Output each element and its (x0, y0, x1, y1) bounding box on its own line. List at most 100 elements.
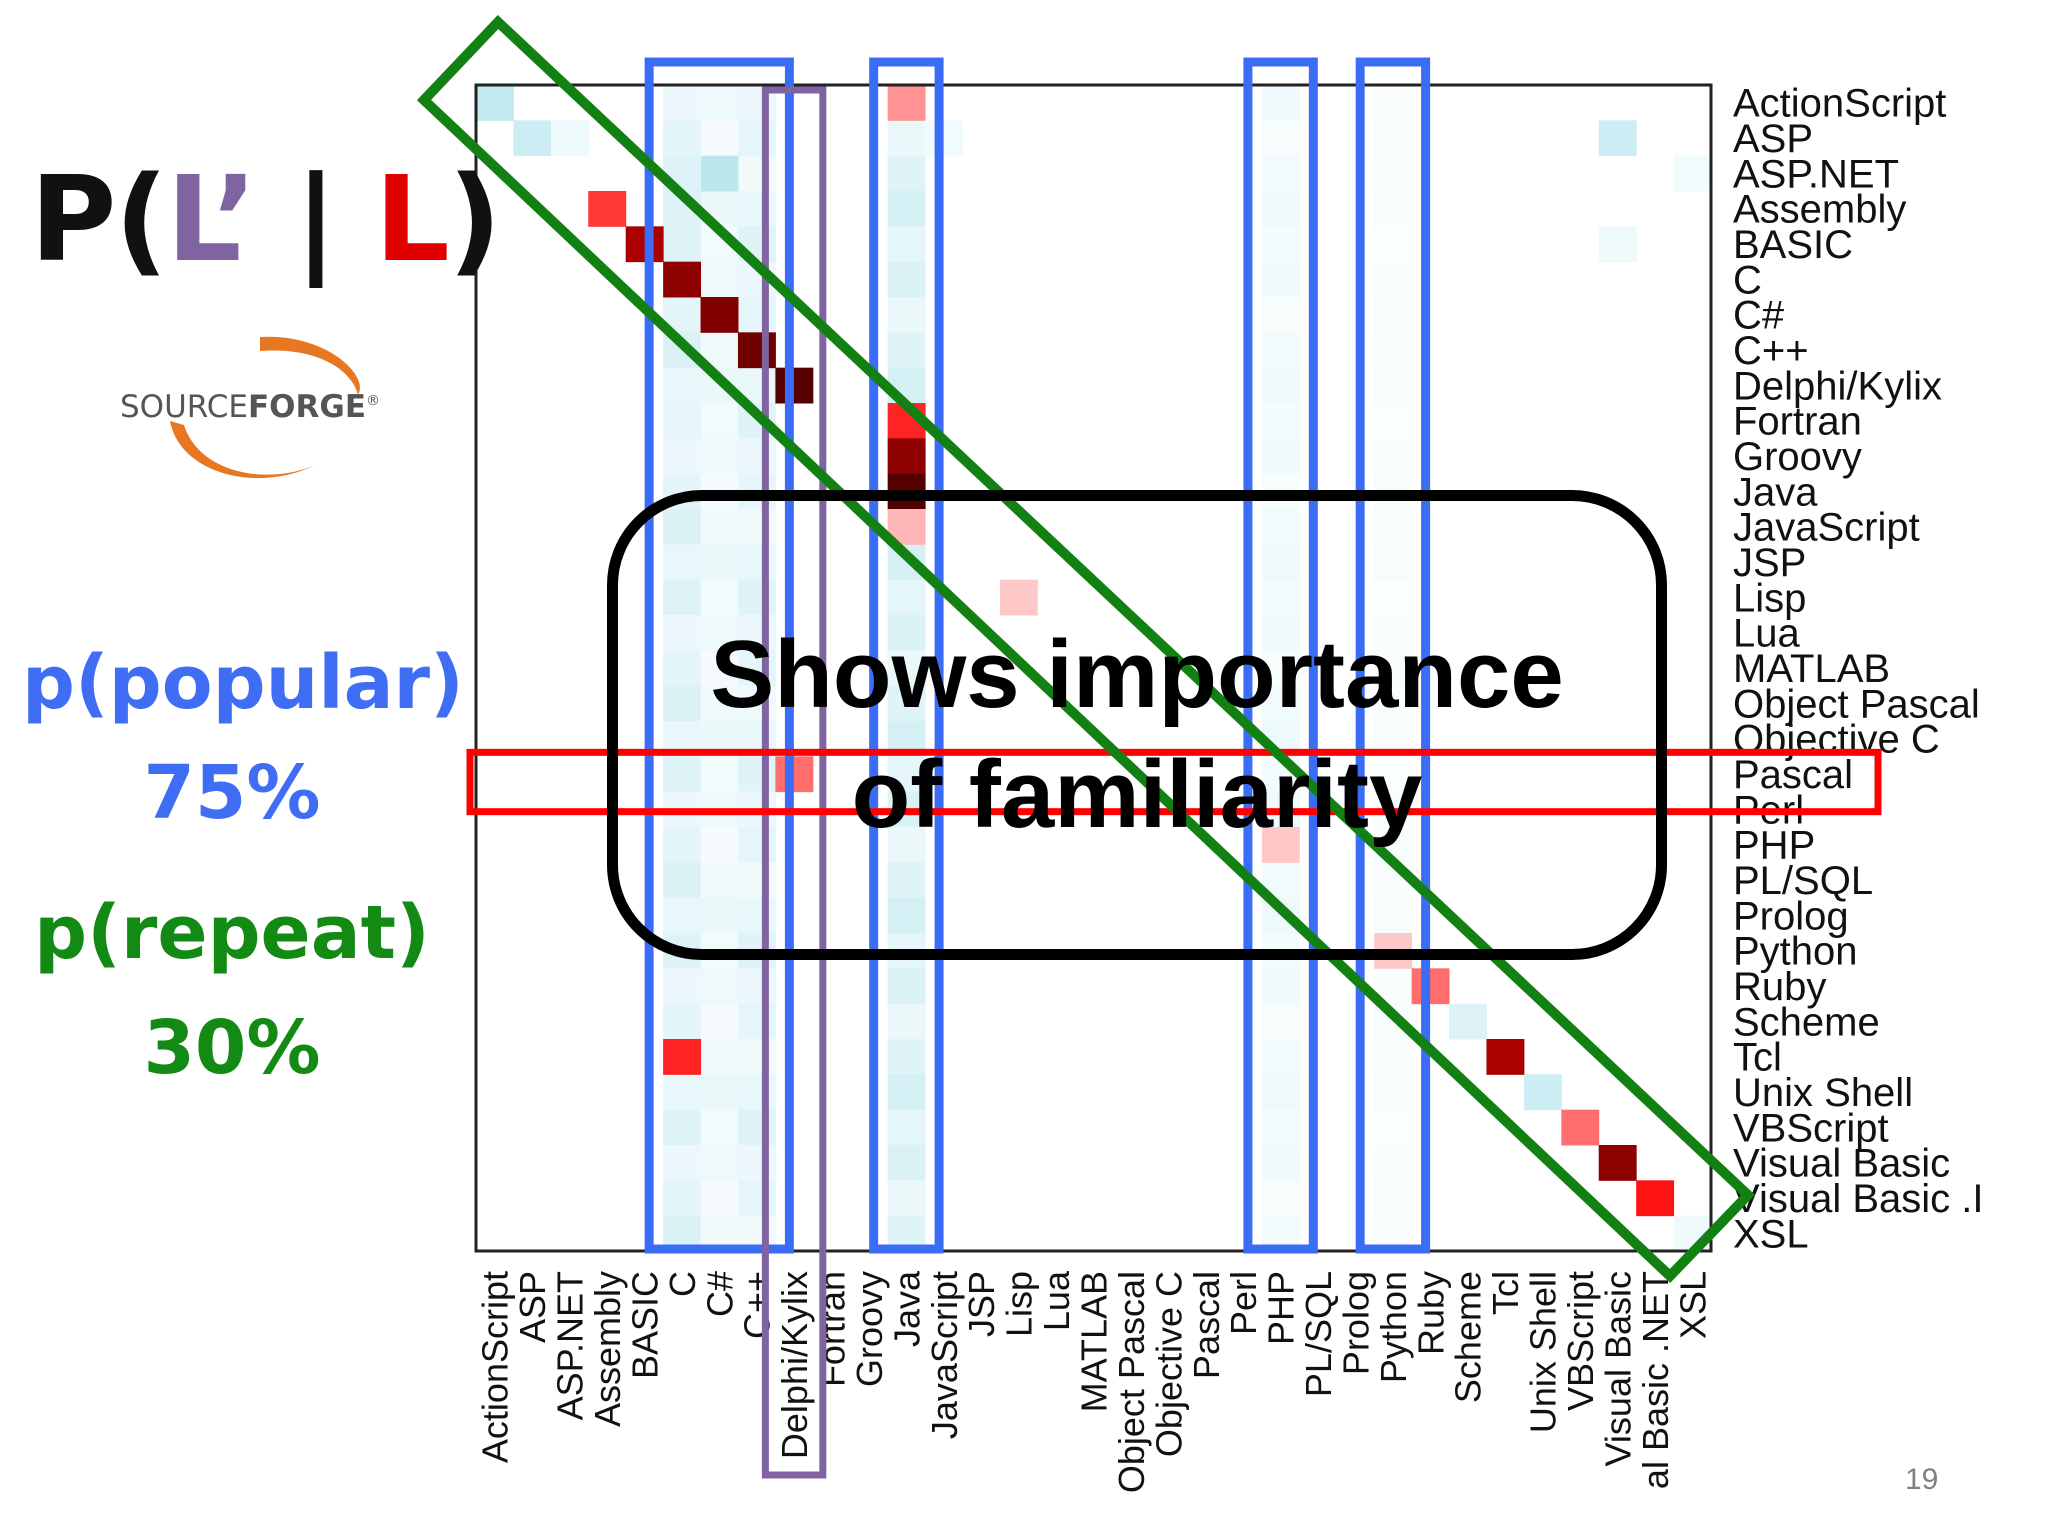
heatmap-tint-cell (700, 615, 739, 651)
x-tick-label: C# (699, 1271, 740, 1317)
heatmap-tint-cell (1374, 332, 1413, 369)
heatmap-tint-cell (700, 85, 739, 121)
heatmap-tint-cell (1374, 261, 1413, 298)
x-tick-label: Groovy (849, 1271, 890, 1387)
heatmap-tint-cell (1261, 1074, 1300, 1111)
y-tick-label: Ruby (1733, 965, 1826, 1009)
heatmap-tint-cell (737, 615, 776, 651)
logo-registered-mark: ® (366, 393, 380, 409)
heatmap-tint-cell (1261, 1109, 1300, 1146)
heatmap-cell (700, 297, 739, 333)
x-tick-label: Delphi/Kylix (774, 1271, 815, 1459)
logo-text-source: SOURCE (120, 389, 248, 425)
heatmap-cell (1636, 1180, 1675, 1217)
x-tick-label: PL/SQL (1298, 1271, 1339, 1397)
heatmap-tint-cell (887, 897, 926, 934)
y-tick-label: MATLAB (1733, 647, 1890, 691)
heatmap-tint-cell (1374, 191, 1413, 227)
heatmap-tint-cell (700, 1003, 739, 1040)
title-suffix: ) (447, 150, 502, 288)
heatmap-tint-cell (1261, 579, 1300, 616)
y-tick-label: VBScript (1733, 1106, 1889, 1150)
x-tick-label: Ruby (1410, 1271, 1451, 1355)
y-tick-label: BASIC (1733, 223, 1853, 267)
x-tick-label: ASP (512, 1271, 553, 1343)
heatmap-cell (476, 85, 514, 121)
callout-line-2: of familiarity (851, 741, 1423, 848)
heatmap-tint-cell (663, 685, 702, 722)
heatmap-tint-cell (700, 544, 739, 581)
heatmap-tint-cell (737, 756, 776, 793)
heatmap-tint-cell (1374, 685, 1413, 722)
heatmap-tint-cell (1261, 403, 1300, 439)
heatmap-cell (1449, 1003, 1487, 1040)
popular-value: 75% (143, 750, 321, 836)
heatmap-tint-cell (700, 438, 739, 475)
heatmap-tint-cell (887, 1145, 926, 1181)
heatmap-tint-cell (1374, 615, 1413, 651)
heatmap-tint-cell (887, 827, 926, 863)
heatmap-tint-cell (700, 1145, 739, 1181)
heatmap-tint-cell (663, 438, 702, 475)
heatmap-tint-cell (663, 1074, 702, 1111)
blue-column-highlight (1355, 57, 1431, 1254)
heatmap-tint-cell (1261, 297, 1300, 333)
x-tick-label: Assembly (587, 1271, 628, 1427)
svg-text:SOURCEFORGE®: SOURCEFORGE® (120, 389, 380, 425)
page-number: 19 (1905, 1463, 1939, 1496)
blue-column-highlight (644, 57, 794, 1254)
heatmap-tint-cell (1261, 1180, 1300, 1217)
heatmap-tint-cell (887, 332, 926, 369)
y-tick-label: Pascal (1733, 753, 1853, 797)
heatmap-tint-cell (1374, 509, 1413, 545)
x-tick-label: Scheme (1448, 1271, 1489, 1403)
y-tick-label: Prolog (1733, 894, 1849, 938)
heatmap-cell (1561, 1109, 1600, 1146)
callout-box (607, 490, 1667, 960)
y-tick-label: Fortran (1733, 400, 1862, 444)
heatmap-tint-cell (1261, 155, 1300, 192)
heatmap-tint-cell (1374, 1039, 1413, 1075)
heatmap-tint-cell (1374, 1074, 1413, 1111)
heatmap-tint-cell (663, 85, 702, 121)
x-tick-label: PHP (1261, 1271, 1302, 1345)
x-tick-label: Lisp (999, 1271, 1040, 1337)
y-tick-label: Unix Shell (1733, 1071, 1913, 1115)
heatmap-tint-cell (887, 297, 926, 333)
heatmap-tint-cell (737, 579, 776, 616)
heatmap-tint-cell (1261, 226, 1300, 263)
x-tick-label: MATLAB (1074, 1271, 1115, 1412)
heatmap-tint-cell (700, 756, 739, 793)
y-tick-label: Tcl (1733, 1036, 1782, 1080)
heatmap-tint-cell (663, 1109, 702, 1146)
heatmap-tint-cell (887, 1003, 926, 1040)
heatmap-tint-cell (887, 685, 926, 722)
heatmap-tint-cell (737, 297, 776, 333)
heatmap-tint-cell (663, 226, 702, 263)
heatmap-tint-cell (1374, 367, 1413, 404)
y-tick-label: Object Pascal (1733, 682, 1980, 726)
heatmap-tint-cell (1261, 367, 1300, 404)
x-tick-label: VBScript (1560, 1271, 1601, 1411)
heatmap-tint-cell (887, 756, 926, 793)
heatmap-tint-cell (663, 615, 702, 651)
heatmap-tint-cell (737, 544, 776, 581)
heatmap-tint-cell (1261, 438, 1300, 475)
y-tick-label: PL/SQL (1733, 859, 1873, 903)
heatmap-cell (775, 367, 814, 404)
heatmap-tint-cell (700, 120, 739, 157)
heatmap-tint-cell (700, 862, 739, 899)
x-tick-label: JSP (961, 1271, 1002, 1337)
title-prefix: P( (30, 150, 168, 288)
y-tick-label: JavaScript (1733, 506, 1920, 550)
x-tick-label: ActionScript (475, 1271, 516, 1463)
heatmap-tint-cell (663, 827, 702, 863)
x-tick-label: C++ (737, 1271, 778, 1339)
heatmap-tint-cell (700, 1180, 739, 1217)
heatmap-tint-cell (737, 1145, 776, 1181)
heatmap-tint-cell (700, 1039, 739, 1075)
heatmap-cell (1261, 827, 1300, 863)
y-tick-label: JSP (1733, 541, 1806, 585)
heatmap-tint-cell (1374, 1145, 1413, 1181)
plot-frame (474, 83, 1713, 1253)
